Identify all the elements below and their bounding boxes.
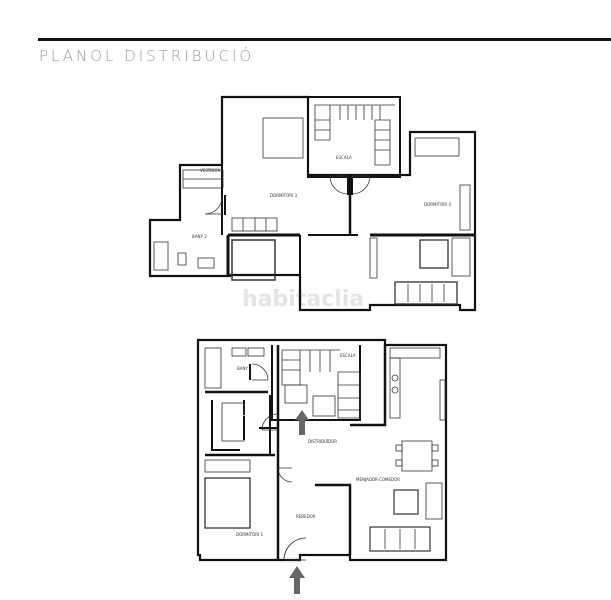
entry-arrow-main-icon (289, 566, 305, 594)
page-title: PLANOL DISTRIBUCIÓ (39, 47, 255, 65)
room-label-dormitori-a: DORMITORI 3 (270, 193, 297, 198)
upper-floor-plan (148, 95, 477, 312)
room-label-escala-upper: ESCALA (336, 155, 352, 160)
room-label-menjador: MENJADOR-COMEDOR (356, 477, 400, 482)
room-label-bany-upper: BANY 2 (192, 234, 207, 239)
room-label-rebedor: REBEDOR (296, 514, 316, 519)
room-label-distribuidor: DISTRIBUÏDOR (308, 439, 337, 444)
lower-floor-plan (196, 338, 448, 562)
room-label-dormitori-b: DORMITORI 4 (424, 202, 451, 207)
watermark: habitaclia (242, 287, 364, 312)
room-label-vestidor: VESTIDOR (200, 168, 221, 173)
room-label-dormitori-lower: DORMITORI 1 (236, 532, 263, 537)
header-rule (38, 38, 611, 41)
room-label-bany-lower: BANY 1 (237, 366, 252, 371)
room-label-escala-lower: ESCALA (340, 353, 356, 358)
entry-arrow-stairs-icon (295, 410, 309, 435)
